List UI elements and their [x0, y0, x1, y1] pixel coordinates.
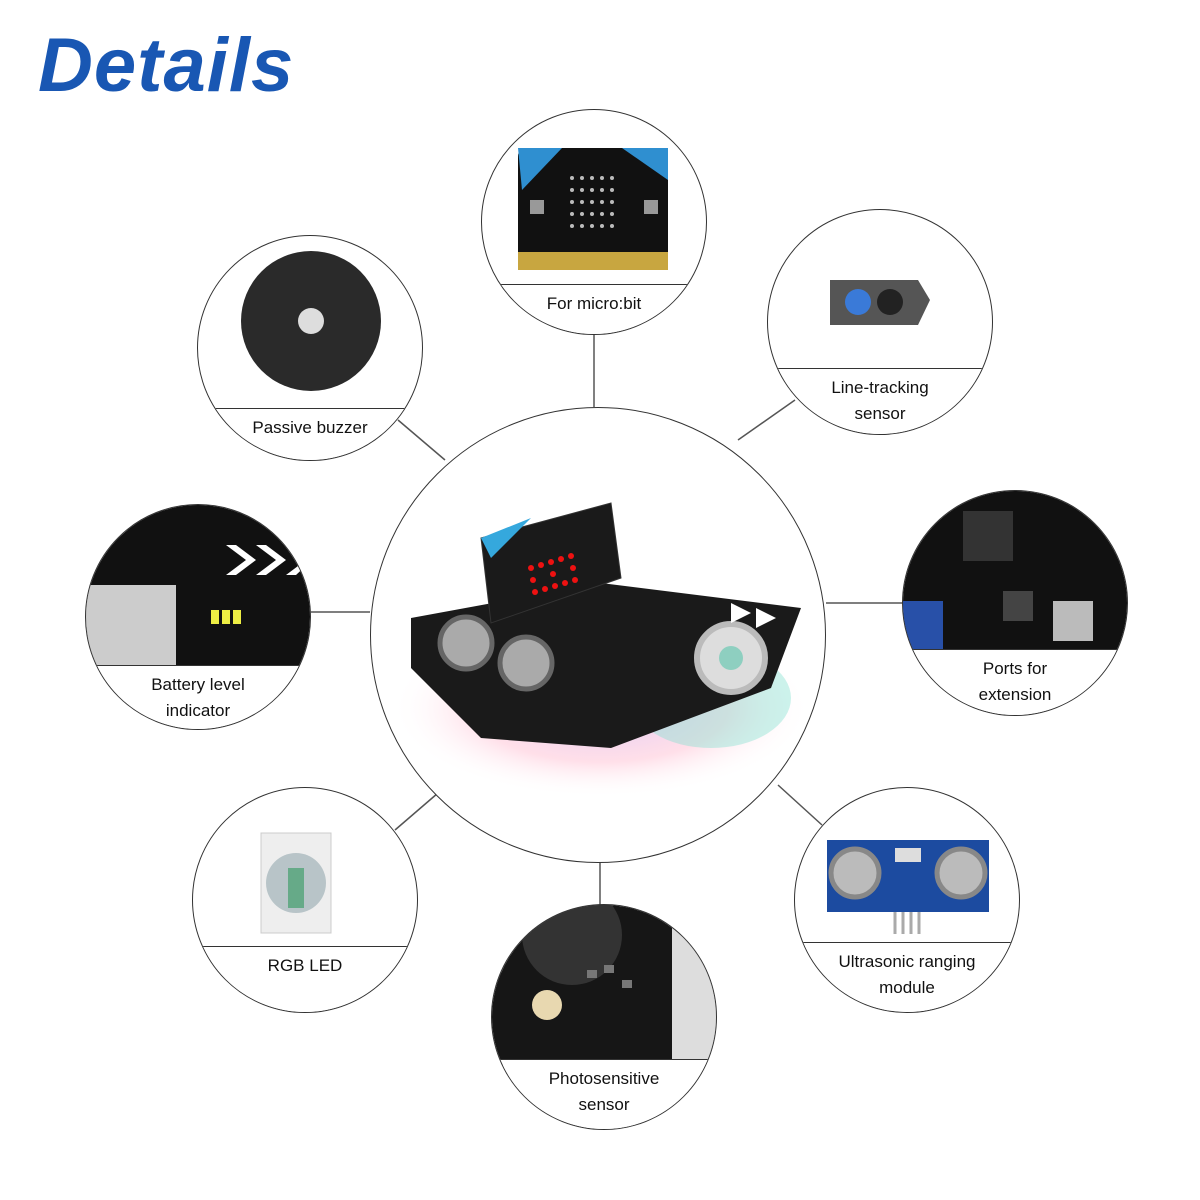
- connector-ultrasonic: [777, 784, 823, 826]
- component-microbit: For micro:bit: [481, 109, 707, 335]
- battery-indicator-image: [86, 505, 310, 665]
- label-line: extension: [978, 685, 1052, 704]
- component-photo: Photosensitive sensor: [491, 904, 717, 1130]
- photosensitive-sensor-image: [492, 905, 716, 1065]
- label-line: Line-tracking: [831, 378, 929, 397]
- microbit-board-image: [482, 110, 706, 286]
- component-battery: Battery level indicator: [85, 504, 311, 730]
- component-label: Ports for extension: [903, 649, 1127, 715]
- component-label: Ultrasonic ranging module: [795, 942, 1019, 1012]
- component-label: Battery level indicator: [86, 665, 310, 729]
- extension-ports-image: [903, 491, 1127, 651]
- component-line-tracking: Line-tracking sensor: [767, 209, 993, 435]
- label-line: For micro:bit: [546, 294, 642, 313]
- robot-car-image: [370, 407, 826, 863]
- page-title: Details: [38, 23, 295, 108]
- connector-rgb: [394, 792, 439, 831]
- robot-car-illustration: [391, 502, 811, 798]
- label-line: RGB LED: [267, 956, 343, 975]
- label-line: indicator: [165, 701, 231, 720]
- label-line: module: [879, 978, 935, 997]
- component-ports: Ports for extension: [902, 490, 1128, 716]
- label-line: Passive buzzer: [252, 418, 368, 437]
- label-line: Battery level: [151, 675, 245, 694]
- label-line: sensor: [854, 404, 906, 423]
- ultrasonic-module-image: [795, 788, 1019, 948]
- line-tracking-sensor-image: [768, 210, 992, 370]
- component-label: RGB LED: [193, 946, 417, 1012]
- label-line: Ports for: [982, 659, 1048, 678]
- label-line: Ultrasonic ranging: [838, 952, 976, 971]
- component-rgb: RGB LED: [192, 787, 418, 1013]
- component-buzzer: Passive buzzer: [197, 235, 423, 461]
- component-label: Line-tracking sensor: [768, 368, 992, 434]
- component-label: For micro:bit: [482, 284, 706, 334]
- label-line: sensor: [578, 1095, 630, 1114]
- component-label: Photosensitive sensor: [492, 1059, 716, 1129]
- component-ultrasonic: Ultrasonic ranging module: [794, 787, 1020, 1013]
- rgb-led-image: [193, 788, 417, 948]
- label-line: Photosensitive: [548, 1069, 660, 1088]
- component-label: Passive buzzer: [198, 408, 422, 460]
- buzzer-image: [198, 236, 422, 412]
